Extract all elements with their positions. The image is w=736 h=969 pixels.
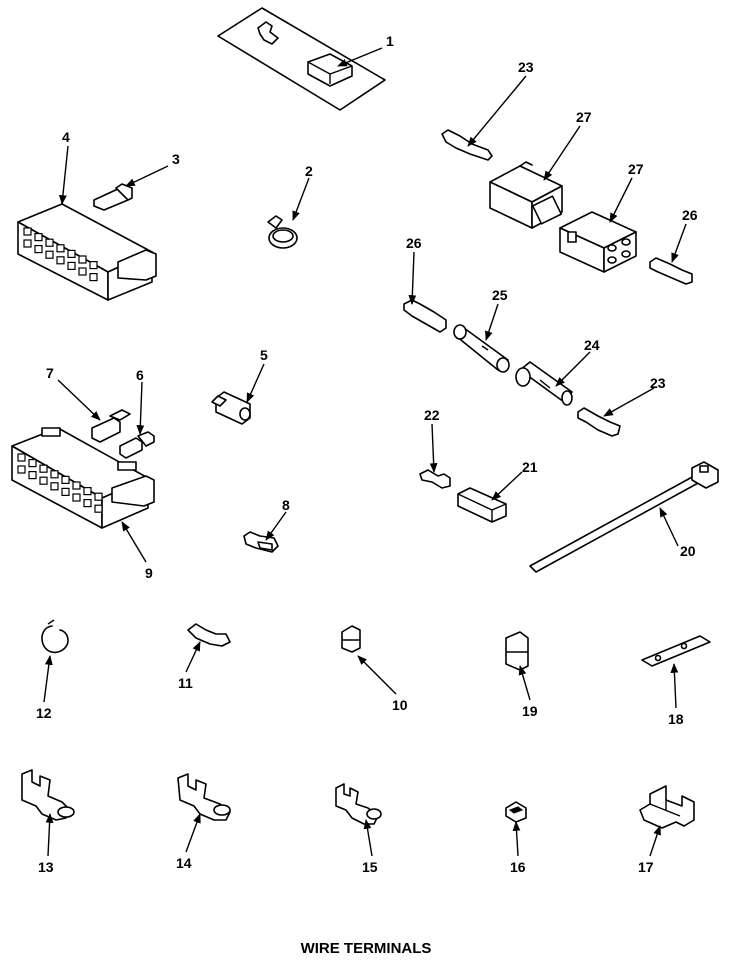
part-20-cable-tie	[529, 461, 719, 573]
part-5-terminal	[211, 391, 251, 425]
connector-cavity	[50, 482, 59, 491]
connector-cavity	[23, 227, 32, 236]
callout-2: 2	[305, 163, 313, 179]
part-25-tube-housing	[453, 324, 510, 373]
part-11-terminal	[187, 623, 231, 647]
part-22-terminal	[419, 469, 451, 489]
part-23a-pin-terminal	[441, 129, 493, 161]
part-10-terminal	[341, 625, 361, 653]
connector-cavity	[61, 487, 70, 496]
connector-cavity	[83, 499, 92, 508]
callout-23a: 23	[518, 59, 534, 75]
callout-20: 20	[680, 543, 696, 559]
part-27a-plug-housing	[489, 161, 563, 229]
connector-cavity	[94, 492, 103, 501]
connector-cavity	[39, 464, 48, 473]
part-17-bracket-terminal	[639, 785, 695, 829]
callout-11: 11	[178, 675, 193, 691]
part-14-ring-terminal	[177, 773, 231, 821]
part-1-kit-card	[217, 7, 386, 111]
part-13-ring-terminal	[21, 769, 75, 821]
connector-cavity	[34, 245, 43, 254]
connector-cavity	[89, 273, 98, 282]
part-18-flat-strap	[641, 635, 711, 667]
part-8-terminal	[243, 531, 279, 553]
part-7-terminal	[91, 409, 131, 443]
callout-23b: 23	[650, 375, 666, 391]
callout-27b: 27	[628, 161, 644, 177]
part-26a-socket-terminal	[403, 299, 447, 333]
connector-cavity	[23, 239, 32, 248]
part-9-connector-housing	[11, 427, 155, 529]
callout-9: 9	[145, 565, 153, 581]
leader-lines	[43, 47, 687, 857]
callout-4: 4	[62, 129, 70, 145]
connector-cavity	[78, 267, 87, 276]
callout-16: 16	[510, 859, 526, 875]
connector-cavity	[34, 233, 43, 242]
connector-cavity	[45, 238, 54, 247]
part-2-clamp	[267, 215, 298, 249]
callout-25: 25	[492, 287, 508, 303]
connector-cavity	[45, 250, 54, 259]
callout-18: 18	[668, 711, 684, 727]
connector-cavity	[78, 255, 87, 264]
part-19-terminal	[505, 631, 529, 671]
diagram-caption: WIRE TERMINALS	[301, 940, 432, 957]
callout-3: 3	[172, 151, 180, 167]
callout-14: 14	[176, 855, 192, 871]
connector-cavity	[28, 471, 37, 480]
connector-cavity	[56, 244, 65, 253]
part-21-housing	[457, 487, 507, 523]
callout-5: 5	[260, 347, 268, 363]
connector-cavity	[72, 493, 81, 502]
callout-17: 17	[638, 859, 654, 875]
connector-cavity	[17, 453, 26, 462]
callout-6: 6	[136, 367, 144, 383]
connector-cavity	[72, 481, 81, 490]
callout-15: 15	[362, 859, 378, 875]
connector-cavity	[17, 465, 26, 474]
part-15-ring-terminal	[335, 783, 382, 825]
connector-cavity	[67, 261, 76, 270]
part-16-connector	[505, 801, 527, 823]
connector-cavity	[89, 261, 98, 270]
callout-21: 21	[522, 459, 538, 475]
callout-24: 24	[584, 337, 600, 353]
callout-26a: 26	[406, 235, 422, 251]
part-3-terminal	[93, 183, 133, 211]
callout-19: 19	[522, 703, 538, 719]
part-27b-plug-housing	[559, 211, 637, 273]
callout-7: 7	[46, 365, 54, 381]
callout-8: 8	[282, 497, 290, 513]
connector-cavity	[39, 476, 48, 485]
callout-13: 13	[38, 859, 54, 875]
callout-1: 1	[386, 33, 394, 49]
connector-cavity	[61, 475, 70, 484]
callout-12: 12	[36, 705, 52, 721]
connector-cavity	[56, 256, 65, 265]
part-23b-pin	[577, 407, 621, 437]
callout-22: 22	[424, 407, 440, 423]
connector-cavity	[28, 459, 37, 468]
part-4-connector-housing	[17, 203, 157, 301]
connector-cavity	[83, 487, 92, 496]
part-24-tube-housing	[515, 361, 573, 406]
part-26b-pin	[649, 257, 693, 285]
callout-27a: 27	[576, 109, 592, 125]
connector-cavity	[50, 470, 59, 479]
callout-numbers: 1 2 3 4 5 6 7 8 9 23 27 27 26 26 25 24 2…	[36, 33, 698, 875]
callout-10: 10	[392, 697, 408, 713]
part-6-terminal	[119, 431, 155, 459]
part-12-ring-clip	[41, 619, 69, 653]
connector-cavity	[67, 249, 76, 258]
connector-cavity	[94, 504, 103, 513]
callout-26b: 26	[682, 207, 698, 223]
